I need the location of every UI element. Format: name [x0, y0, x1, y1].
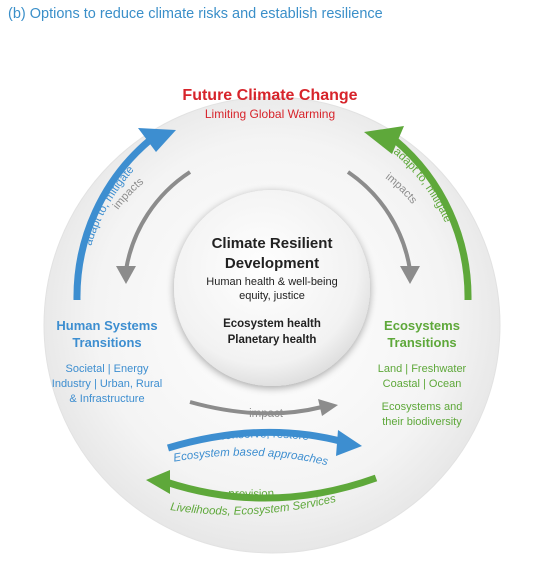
left-impacts-arrow-shaft [124, 170, 192, 271]
human-systems-title-line2: Transitions [72, 335, 141, 350]
center-title-line1: Climate Resilient [212, 235, 333, 252]
human-systems-line-societal: Societal | Energy [66, 363, 149, 375]
right-outer-arrowhead [364, 126, 404, 154]
center-title-line2: Development [225, 255, 319, 272]
right-outer-arrow-shaft [392, 137, 472, 301]
left-outer-arrowhead [138, 128, 176, 152]
center-line-planetary-health: Planetary health [228, 334, 317, 346]
conserve-restore-label: conserve, restore [219, 428, 310, 443]
ecosystems-title-line2: Transitions [387, 335, 456, 350]
ecosystems-title-line1: Ecosystems [384, 318, 460, 333]
conserve-arrowhead [336, 430, 362, 456]
center-disc [174, 190, 370, 386]
ecosystems-line-ecosystems: Ecosystems and [382, 401, 463, 413]
provision-arrowhead [146, 470, 170, 494]
ecosystems-line-biodiversity: their biodiversity [382, 416, 462, 428]
center-line-equity: equity, justice [239, 290, 305, 302]
left-impacts-arrowhead [116, 266, 136, 284]
human-systems-line-industry: Industry | Urban, Rural [52, 378, 162, 390]
center-line-health: Human health & well-being [206, 276, 337, 288]
bottom-impact-arrow-shaft [189, 400, 323, 416]
human-systems-title-line1: Human Systems [56, 318, 157, 333]
bottom-impact-label: impact [249, 408, 284, 420]
ecosystems-line-land: Land | Freshwater [378, 363, 467, 375]
ecosystems-line-coastal: Coastal | Ocean [383, 378, 462, 390]
provision-label: provision [228, 488, 274, 501]
human-systems-line-infrastructure: & Infrastructure [69, 393, 144, 405]
future-climate-change-title: Future Climate Change [182, 87, 357, 104]
center-line-ecosystem-health: Ecosystem health [223, 318, 321, 330]
bottom-impact-arrowhead [318, 399, 338, 416]
right-impacts-arrow-shaft [346, 170, 412, 271]
conserve-arrow-shaft [167, 428, 345, 452]
figure-subtitle: (b) Options to reduce climate risks and … [8, 6, 383, 22]
provision-arrow-shaft [164, 474, 378, 502]
limiting-global-warming-label: Limiting Global Warming [205, 107, 335, 121]
left-outer-arrow-shaft [73, 137, 153, 301]
right-impacts-arrowhead [400, 266, 420, 284]
